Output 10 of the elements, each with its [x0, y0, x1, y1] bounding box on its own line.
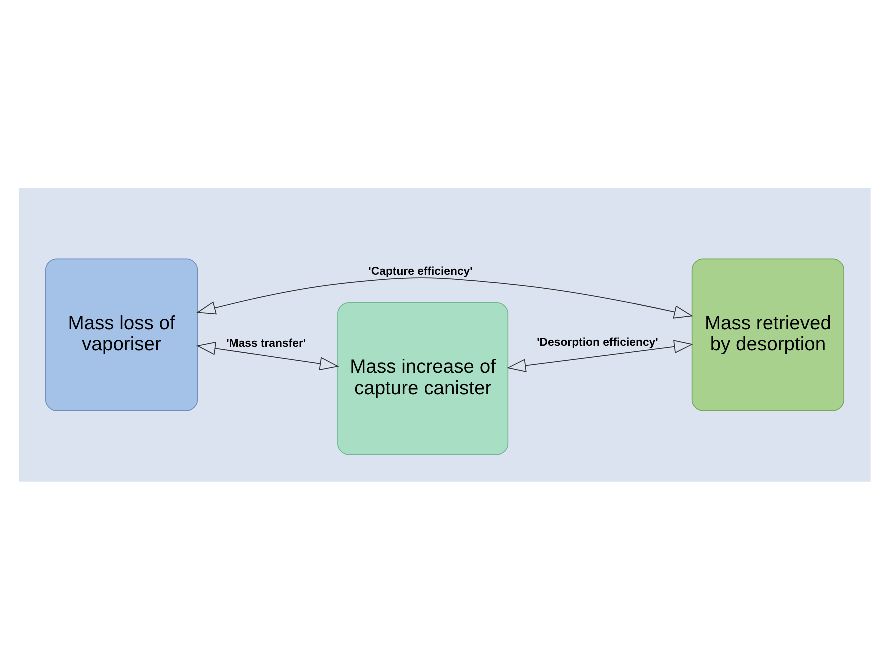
arrow [196, 277, 694, 318]
arrow [506, 340, 694, 372]
arrow [196, 341, 340, 370]
node-box: Mass loss of vaporiser [45, 258, 198, 411]
cluster [19, 188, 871, 482]
edge-label: 'Desorption efficiency' [537, 336, 658, 348]
edge-label: 'Mass transfer' [226, 337, 306, 350]
node-box: Mass retrieved by desorption [692, 258, 845, 411]
node-box: Mass increase of capture canister [338, 302, 509, 455]
edge-label: 'Capture efficiency' [368, 265, 473, 278]
